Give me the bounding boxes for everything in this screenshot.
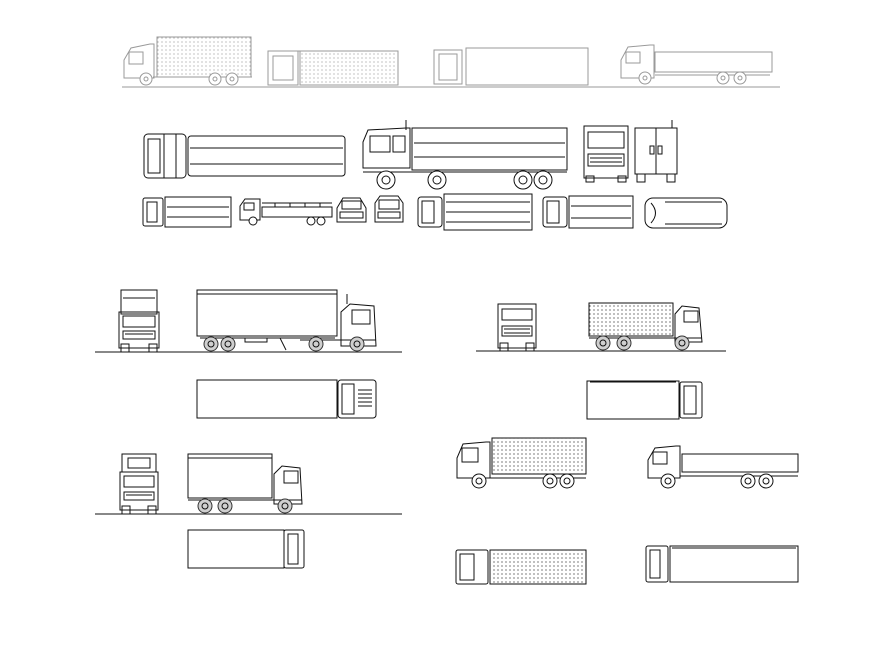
car-front [336,197,367,223]
rigid-truck-side [123,36,252,86]
dump-top [586,380,703,420]
box-truck-top-long [645,545,799,583]
van-top [142,196,232,228]
flatbed-truck-side [620,44,773,85]
van-top-2 [644,197,728,229]
row-dump-views [476,302,726,420]
tipper-truck-side [362,120,568,190]
cab-front [583,125,629,183]
row-box-truck-views [95,453,402,569]
cab-front-small [374,195,404,223]
semi-front [118,289,160,353]
semi-side [196,289,377,352]
dump-front [497,303,537,352]
boxtruck-side [187,453,303,514]
row-truck-set [142,120,728,231]
dump-side [588,302,703,351]
row-faint-elevations [122,36,780,88]
row-semitrailer-views [95,289,402,419]
boxtruck-top [187,529,305,569]
container-truck-side [456,437,587,489]
flatbed-side-small [239,198,333,226]
container-truck-top [455,549,587,585]
container-semi-side [267,50,399,86]
box-semi-top [433,47,589,86]
box-top-1 [417,193,533,231]
cab-rear [634,120,678,183]
flatbed-long-side [647,445,799,489]
boxtruck-front [119,453,159,515]
row-misc-views [455,437,799,585]
semi-top [196,379,377,419]
box-top-2 [542,195,634,229]
tanker-top [143,133,346,179]
